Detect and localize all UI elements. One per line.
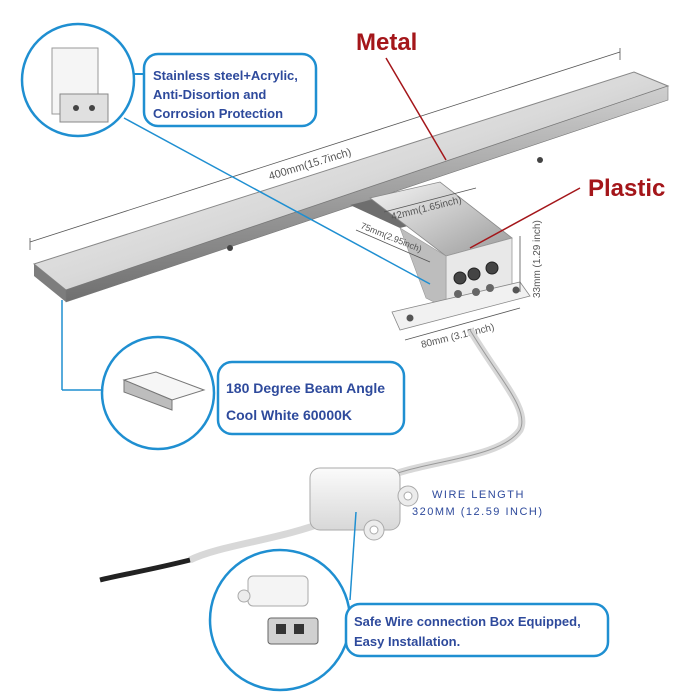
beam-text-1: 180 Degree Beam Angle xyxy=(226,380,385,396)
material-text-2: Anti-Disortion and xyxy=(153,87,266,102)
metal-label: Metal xyxy=(356,29,417,56)
material-callout: Stainless steel+Acrylic, Anti-Disortion … xyxy=(20,22,431,285)
wire-length-label: WIRE LENGTH xyxy=(432,489,525,501)
plastic-label: Plastic xyxy=(588,175,665,202)
beam-text-2: Cool White 60000K xyxy=(226,407,352,423)
material-text-1: Stainless steel+Acrylic, xyxy=(153,68,298,83)
led-bar xyxy=(32,71,670,303)
beam-callout: 180 Degree Beam Angle Cool White 60000K xyxy=(61,300,406,451)
screw-hole xyxy=(227,245,233,251)
material-text-3: Corrosion Protection xyxy=(153,106,283,121)
mounting-arm xyxy=(350,181,531,331)
wire-length-value: 320MM (12.59 INCH) xyxy=(412,506,544,518)
junction-box xyxy=(309,467,419,541)
height-dimension: 33mm (1.29 inch) xyxy=(532,220,543,298)
box-text-1: Safe Wire connection Box Equipped, xyxy=(354,614,581,629)
connection-box-callout: Safe Wire connection Box Equipped, Easy … xyxy=(208,511,610,692)
screw-hole xyxy=(537,157,543,163)
box-text-2: Easy Installation. xyxy=(354,634,460,649)
dimension-lines xyxy=(29,48,621,341)
